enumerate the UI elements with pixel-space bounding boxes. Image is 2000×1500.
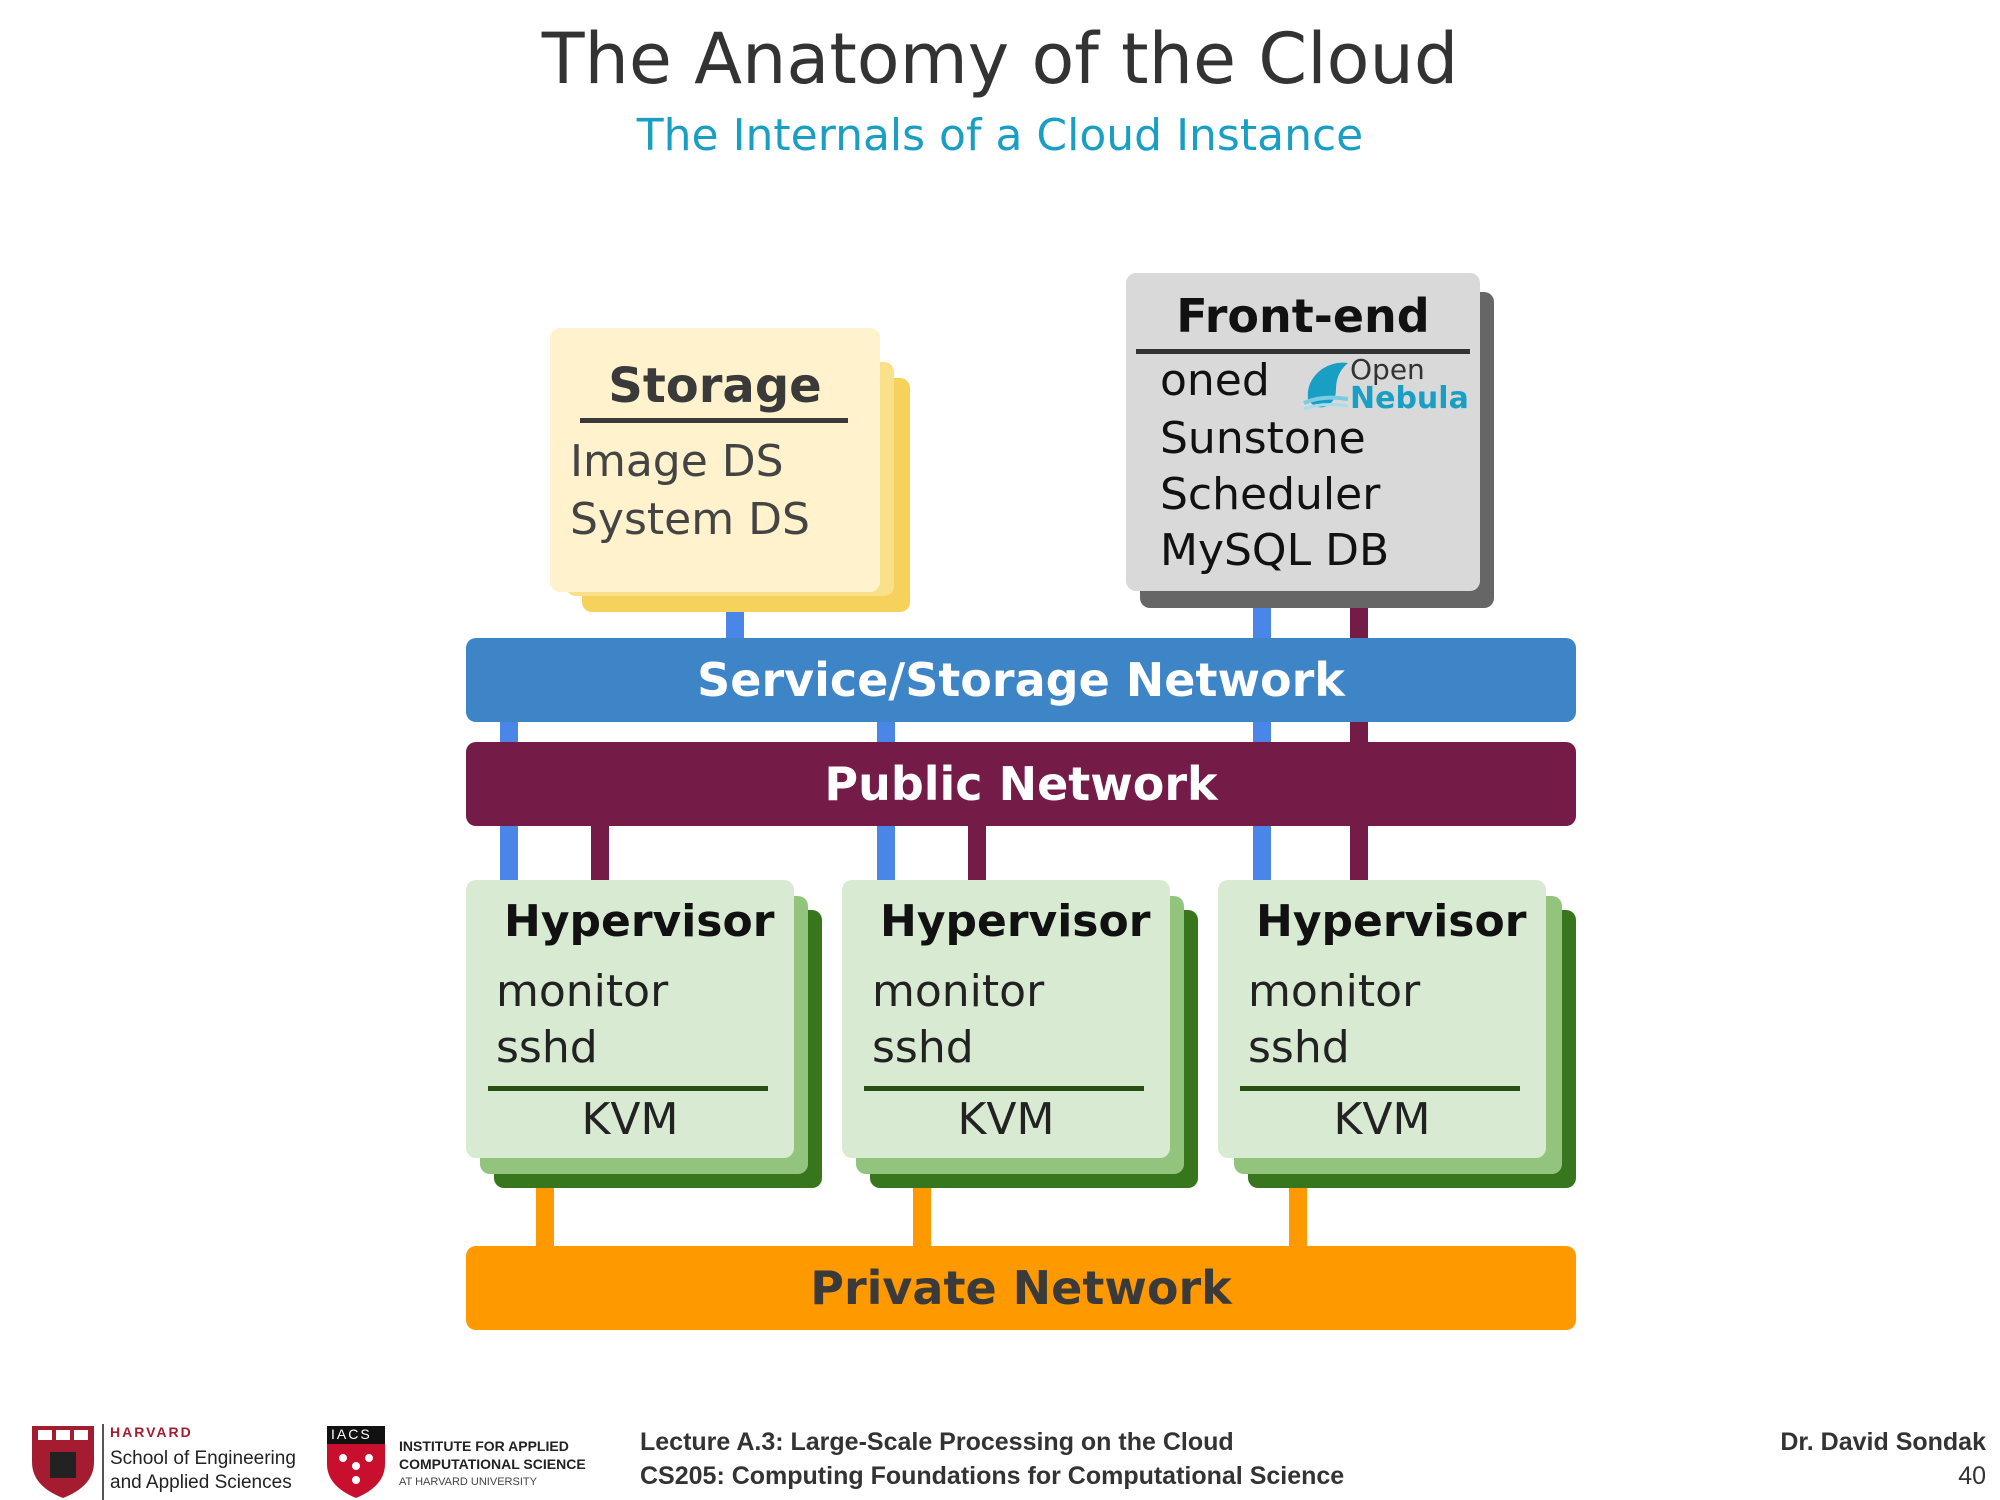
frontend-title: Front-end — [1176, 289, 1430, 343]
hypervisor-1-title: Hypervisor — [504, 896, 775, 947]
hyp1-public-link — [591, 820, 609, 880]
hypervisor-3-item-sshd: sshd — [1248, 1022, 1350, 1073]
iacs-badge-text: IACS — [331, 1426, 372, 1442]
seas-line-1: School of Engineering — [110, 1448, 296, 1469]
frontend-item-oned: oned — [1160, 355, 1270, 406]
frontend-divider — [1136, 349, 1470, 354]
public-network: Public Network — [466, 742, 1576, 826]
page-number: 40 — [1958, 1462, 1986, 1490]
hypervisor-3-kvm: KVM — [1333, 1094, 1431, 1145]
opennebula-open: Open — [1350, 353, 1425, 386]
private-network: Private Network — [466, 1246, 1576, 1330]
frontend-item-sunstone: Sunstone — [1160, 413, 1366, 464]
hypervisor-2-item-monitor: monitor — [872, 966, 1045, 1017]
course-title: CS205: Computing Foundations for Computa… — [640, 1462, 1345, 1490]
iacs-line-2: COMPUTATIONAL SCIENCE — [399, 1456, 586, 1472]
iacs-line-1: INSTITUTE FOR APPLIED — [399, 1438, 569, 1454]
hyp2-public-link — [968, 820, 986, 880]
hypervisor-3-title: Hypervisor — [1256, 896, 1527, 947]
harvard-divider — [102, 1424, 104, 1500]
harvard-shield-icon — [32, 1426, 94, 1498]
iacs-line-3: AT HARVARD UNIVERSITY — [399, 1476, 537, 1488]
frontend-public-link — [1350, 590, 1368, 880]
hypervisor-3-item-monitor: monitor — [1248, 966, 1421, 1017]
iacs-logo: IACS INSTITUTE FOR APPLIED COMPUTATIONAL… — [325, 1424, 615, 1500]
seas-line-2: and Applied Sciences — [110, 1472, 292, 1493]
hypervisor-2-divider — [864, 1086, 1144, 1091]
service-storage-network: Service/Storage Network — [466, 638, 1576, 722]
storage-item-system-ds: System DS — [570, 494, 810, 545]
harvard-seas-logo: HARVARD School of Engineering and Applie… — [30, 1424, 300, 1500]
hypervisor-3-box: Hypervisor monitor sshd KVM — [1218, 880, 1546, 1158]
storage-item-image-ds: Image DS — [570, 436, 784, 487]
lecture-title: Lecture A.3: Large-Scale Processing on t… — [640, 1428, 1234, 1456]
nebula-cloud-icon — [1303, 362, 1349, 411]
author-name: Dr. David Sondak — [1780, 1428, 1986, 1456]
hypervisor-3-divider — [1240, 1086, 1520, 1091]
storage-box: Storage Image DS System DS — [550, 328, 880, 592]
hypervisor-2-box: Hypervisor monitor sshd KVM — [842, 880, 1170, 1158]
opennebula-nebula: Nebula — [1350, 381, 1469, 416]
hypervisor-2-kvm: KVM — [957, 1094, 1055, 1145]
hypervisor-2-item-sshd: sshd — [872, 1022, 974, 1073]
hypervisor-1-box: Hypervisor monitor sshd KVM — [466, 880, 794, 1158]
page-subtitle: The Internals of a Cloud Instance — [636, 110, 1364, 161]
storage-divider — [580, 418, 848, 423]
storage-title: Storage — [608, 358, 822, 414]
frontend-item-scheduler: Scheduler — [1160, 469, 1381, 520]
hypervisor-1-kvm: KVM — [581, 1094, 679, 1145]
hypervisor-1-item-monitor: monitor — [496, 966, 669, 1017]
frontend-box: Front-end oned Sunstone Scheduler MySQL … — [1126, 273, 1480, 591]
frontend-item-mysql: MySQL DB — [1160, 525, 1390, 576]
hypervisor-1-item-sshd: sshd — [496, 1022, 598, 1073]
page-title: The Anatomy of the Cloud — [541, 18, 1459, 100]
opennebula-logo: Open Nebula — [1302, 353, 1472, 416]
hypervisor-1-divider — [488, 1086, 768, 1091]
hypervisor-2-title: Hypervisor — [880, 896, 1151, 947]
harvard-label: HARVARD — [110, 1424, 193, 1440]
iacs-shield-icon — [327, 1426, 385, 1498]
